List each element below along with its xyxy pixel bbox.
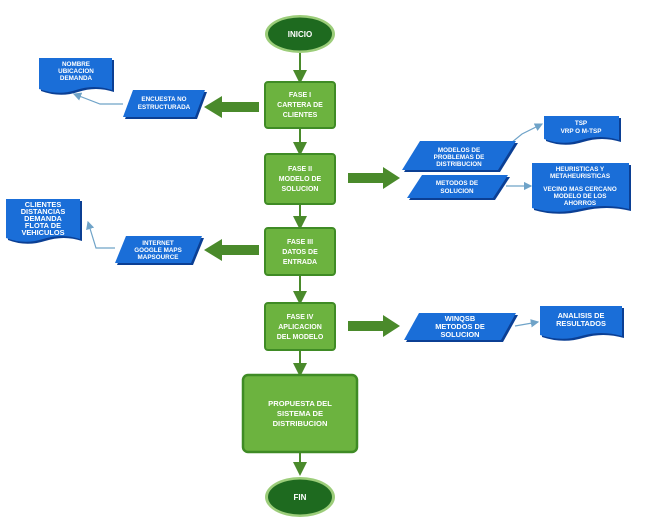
doc-clientes: CLIENTES DISTANCIAS DEMANDA FLOTA DE VEH… — [6, 199, 82, 244]
connector-encuesta-nombre — [72, 92, 123, 105]
phase-3-line-3: ENTRADA — [283, 259, 317, 266]
proposal-box: PROPUESTA DEL SISTEMA DE DISTRIBUCION — [241, 373, 359, 454]
internet-line-1: INTERNET — [142, 240, 174, 247]
heuristicas-line-1: HEURISTICAS Y — [556, 166, 605, 173]
input-winqsb: WINQSB METODOS DE SOLUCION — [404, 313, 518, 342]
metodos-line-1: METODOS DE — [436, 180, 478, 187]
block-arrow-right-fase4 — [348, 315, 400, 337]
proposal-line-1: PROPUESTA DEL — [268, 399, 332, 408]
input-encuesta: ENCUESTA NO ESTRUCTURADA — [123, 90, 207, 119]
phase-1-line-1: FASE I — [289, 92, 311, 99]
clientes-line-4: FLOTA DE — [25, 221, 61, 230]
internet-line-3: MAPSOURCE — [138, 254, 179, 261]
phase-4-line-3: DEL MODELO — [277, 334, 324, 341]
phase-4-line-1: FASE IV — [287, 314, 314, 321]
block-arrow-left-fase3 — [204, 239, 259, 261]
winqsb-line-3: SOLUCION — [440, 330, 479, 339]
phase-1-box: FASE I CARTERA DE CLIENTES — [264, 81, 336, 129]
phase-3-box: FASE III DATOS DE ENTRADA — [264, 227, 336, 276]
phase-3-line-2: DATOS DE — [282, 249, 318, 256]
phase-2-line-2: MODELO DE — [279, 176, 322, 183]
clientes-line-2: DISTANCIAS — [21, 207, 66, 216]
tsp-line-1: TSP — [575, 120, 587, 127]
phase-2-line-3: SOLUCION — [282, 186, 319, 193]
tsp-line-2: VRP O M-TSP — [561, 128, 602, 135]
modelos-line-1: MODELOS DE — [438, 147, 480, 154]
phase-1-line-3: CLIENTES — [283, 112, 318, 119]
analisis-line-1: ANALISIS DE — [558, 311, 605, 320]
phase-2-box: FASE II MODELO DE SOLUCION — [264, 153, 336, 205]
metodos-line-2: SOLUCION — [440, 188, 474, 195]
phase-4-line-2: APLICACION — [278, 324, 322, 331]
start-terminal: INICIO — [265, 15, 335, 53]
heuristicas-line-4: VECINO MAS CERCANO — [543, 186, 617, 193]
heuristicas-line-6: AHORROS — [564, 200, 596, 207]
nombre-line-1: NOMBRE — [62, 61, 90, 68]
connector-internet-clientes — [86, 220, 115, 249]
input-internet: INTERNET GOOGLE MAPS MAPSOURCE — [115, 236, 204, 265]
block-arrows — [204, 96, 400, 337]
clientes-line-1: CLIENTES — [25, 200, 62, 209]
start-label: INICIO — [288, 30, 312, 39]
encuesta-line-1: ENCUESTA NO — [141, 96, 186, 103]
proposal-line-2: SISTEMA DE — [277, 409, 323, 418]
end-terminal: FIN — [265, 477, 335, 517]
winqsb-line-2: METODOS DE — [435, 322, 485, 331]
end-label: FIN — [294, 493, 307, 502]
block-arrow-right-fase2 — [348, 167, 400, 189]
input-metodos: METODOS DE SOLUCION — [407, 175, 510, 200]
doc-analisis: ANALISIS DE RESULTADOS — [540, 306, 624, 341]
proposal-line-3: DISTRIBUCION — [273, 419, 328, 428]
connector-winqsb-analisis — [514, 319, 540, 328]
input-modelos: MODELOS DE PROBLEMAS DE DISTRIBUCION — [402, 141, 518, 172]
phase-3-line-1: FASE III — [287, 239, 313, 246]
heuristicas-line-5: MODELO DE LOS — [554, 193, 607, 200]
winqsb-line-1: WINQSB — [445, 314, 475, 323]
doc-tsp: TSP VRP O M-TSP — [544, 116, 621, 145]
analisis-line-2: RESULTADOS — [556, 319, 606, 328]
phase-1-line-2: CARTERA DE — [277, 102, 323, 109]
clientes-line-5: VEHICULOS — [21, 228, 64, 237]
phase-2-line-1: FASE II — [288, 166, 312, 173]
connectors — [72, 92, 544, 328]
clientes-line-3: DEMANDA — [24, 214, 62, 223]
modelos-line-3: DISTRIBUCION — [436, 161, 482, 168]
modelos-line-2: PROBLEMAS DE — [434, 154, 485, 161]
block-arrow-left-fase1 — [204, 96, 259, 118]
nombre-line-3: DEMANDA — [60, 75, 93, 82]
doc-nombre: NOMBRE UBICACION DEMANDA — [39, 58, 114, 95]
encuesta-line-2: ESTRUCTURADA — [138, 104, 191, 111]
nombre-line-2: UBICACION — [58, 68, 94, 75]
doc-heuristicas: HEURISTICAS Y METAHEURISTICAS VECINO MAS… — [532, 163, 631, 214]
heuristicas-line-2: METAHEURISTICAS — [550, 173, 610, 180]
phase-4-box: FASE IV APLICACION DEL MODELO — [264, 302, 336, 351]
internet-line-2: GOOGLE MAPS — [134, 247, 182, 254]
